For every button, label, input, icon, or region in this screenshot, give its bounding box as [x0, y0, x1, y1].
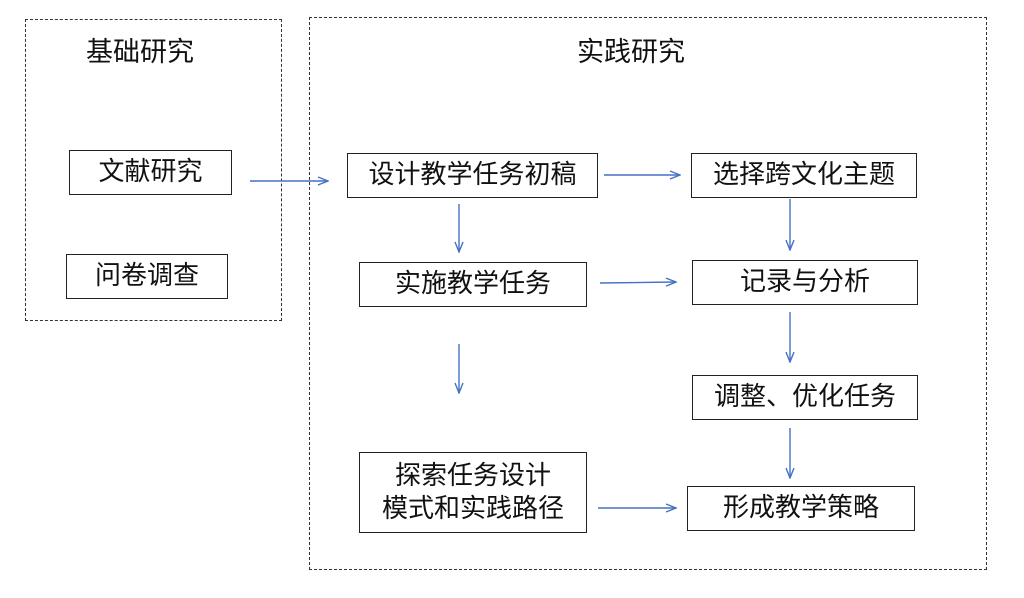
node-teaching-strategy: 形成教学策略: [687, 486, 915, 531]
node-select-theme: 选择跨文化主题: [691, 153, 917, 198]
node-literature-research-label: 文献研究: [98, 157, 203, 188]
node-record-analyze: 记录与分析: [692, 260, 918, 305]
node-select-theme-label: 选择跨文化主题: [712, 160, 895, 191]
node-record-analyze-label: 记录与分析: [739, 267, 870, 298]
basic-research-region: [25, 19, 282, 321]
node-explore-pattern-line2: 模式和实践路径: [381, 493, 564, 524]
node-explore-pattern-line1: 探索任务设计: [394, 461, 551, 491]
node-literature-research: 文献研究: [69, 150, 232, 195]
node-explore-pattern: 探索任务设计 模式和实践路径: [359, 452, 587, 533]
arrow-implement-to-record: [599, 282, 676, 283]
node-implement-tasks-label: 实施教学任务: [394, 269, 551, 300]
practice-research-title: 实践研究: [577, 37, 685, 68]
node-design-draft: 设计教学任务初稿: [347, 153, 598, 198]
node-questionnaire: 问卷调查: [66, 254, 228, 299]
node-adjust-optimize: 调整、优化任务: [692, 375, 918, 420]
node-questionnaire-label: 问卷调查: [94, 261, 199, 292]
practice-research-region: [309, 17, 987, 570]
node-teaching-strategy-label: 形成教学策略: [722, 493, 879, 524]
node-design-draft-label: 设计教学任务初稿: [368, 160, 577, 191]
node-implement-tasks: 实施教学任务: [359, 262, 587, 307]
basic-research-title: 基础研究: [86, 37, 194, 68]
node-adjust-optimize-label: 调整、优化任务: [713, 382, 896, 413]
